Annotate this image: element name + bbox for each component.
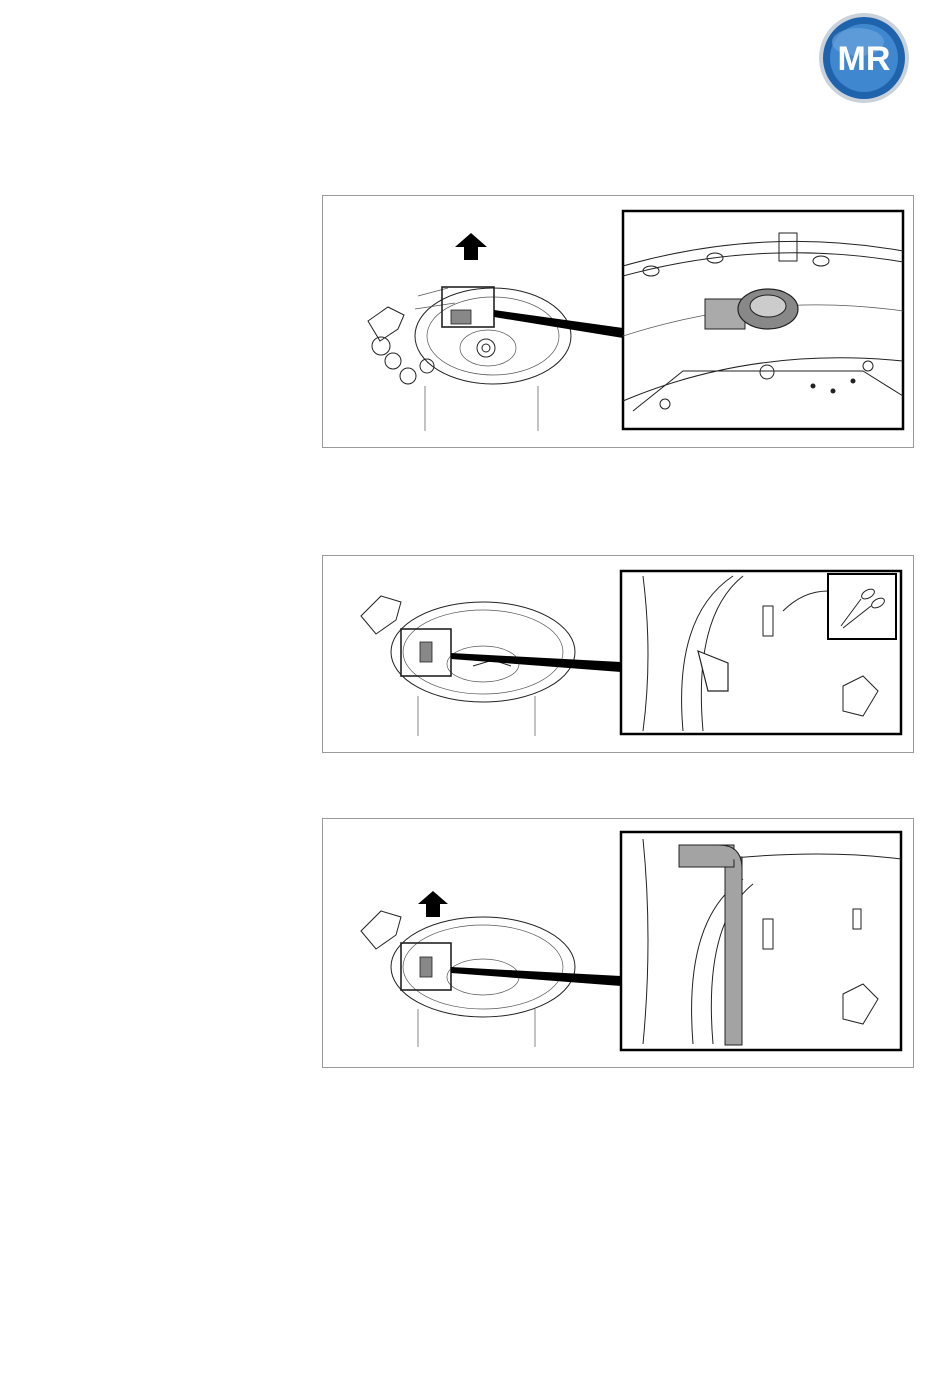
detail-view-hose [621, 571, 901, 734]
logo-text: MR [838, 40, 891, 78]
mr-logo-graphic: MR [818, 12, 910, 104]
detail-view-drain-pipe [621, 832, 901, 1050]
figure-step-2 [322, 555, 914, 753]
figure-3-illustration [323, 819, 915, 1069]
detail-view-top-cover [623, 211, 903, 429]
figure-2-illustration [323, 556, 915, 754]
figure-step-1 [322, 195, 914, 448]
tap-changer-head-overview [368, 287, 571, 431]
arrow-up-icon [455, 233, 487, 260]
arrow-up-icon [418, 891, 448, 917]
figure-1-illustration [323, 196, 915, 449]
figure-step-3 [322, 818, 914, 1068]
mr-logo: MR [818, 12, 910, 104]
